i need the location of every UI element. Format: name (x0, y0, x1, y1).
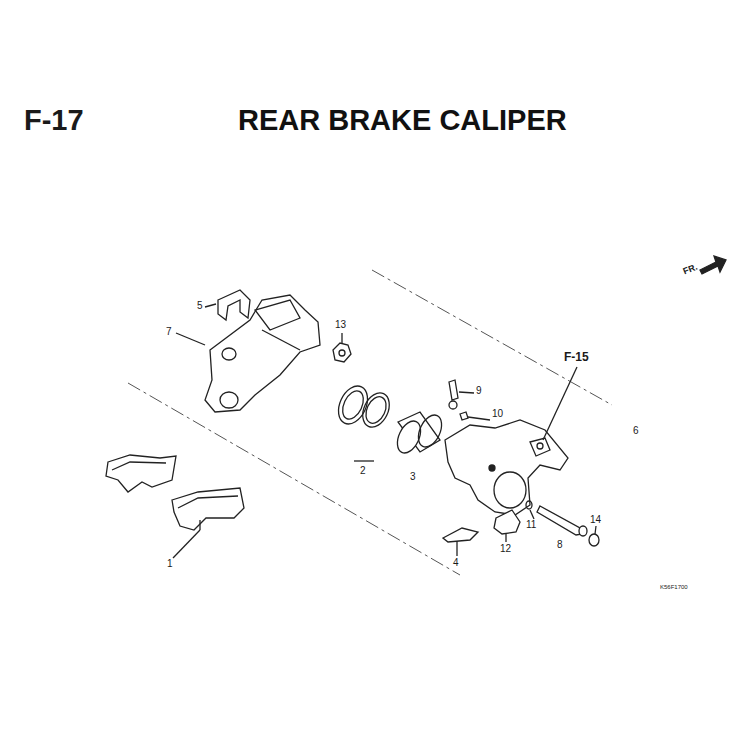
callout-number: 5 (197, 301, 203, 311)
direction-marker: FR. (682, 263, 699, 277)
reference-code: F-15 (564, 351, 589, 363)
drawing-code: K56F1700 (660, 584, 688, 590)
callout-number: 13 (335, 320, 346, 330)
callout-number: 7 (166, 327, 172, 337)
callout-number: 3 (410, 472, 416, 482)
callout-number: 6 (633, 426, 639, 436)
diagram-title: REAR BRAKE CALIPER (238, 106, 567, 135)
page-code: F-17 (24, 106, 84, 135)
callout-number: 2 (360, 466, 366, 476)
callout-number: 8 (557, 540, 563, 550)
callout-number: 12 (500, 544, 511, 554)
callout-number: 10 (492, 409, 503, 419)
callout-number: 9 (476, 386, 482, 396)
callout-number: 11 (526, 520, 536, 530)
callout-number: 4 (453, 558, 459, 568)
callout-number: 14 (590, 515, 601, 525)
callout-number: 1 (167, 559, 173, 569)
